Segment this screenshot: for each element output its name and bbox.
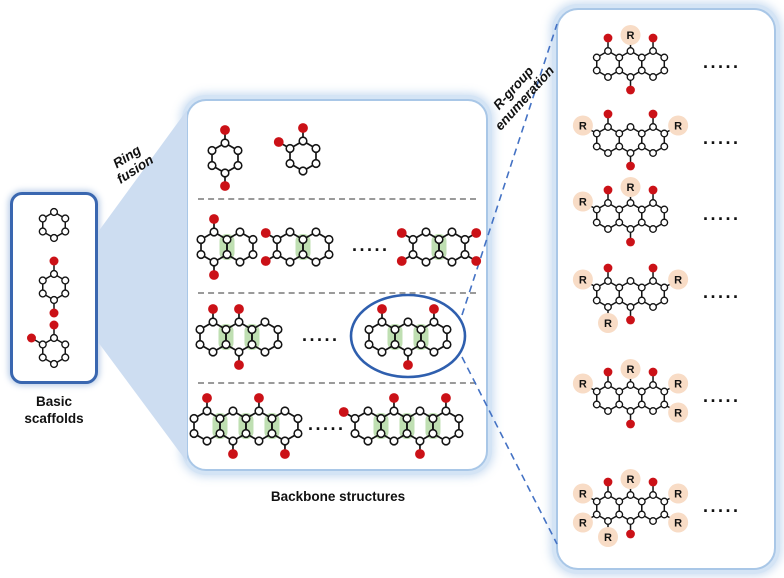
row-divider	[198, 292, 476, 294]
row-divider	[198, 198, 476, 200]
ellipsis-dots: .....	[703, 282, 741, 302]
ellipsis-dots: .....	[703, 496, 741, 516]
basic-scaffolds-panel	[10, 192, 98, 384]
r-group-panel	[556, 8, 776, 570]
ellipsis-dots: .....	[308, 414, 346, 434]
ellipsis-dots: .....	[703, 204, 741, 224]
ring-fusion-label: Ring fusion	[110, 142, 157, 187]
ellipsis-dots: .....	[703, 52, 741, 72]
r-group-enumeration-label: R-group enumeration	[490, 63, 558, 134]
basic-scaffolds-label: Basic scaffolds	[24, 394, 84, 426]
ellipsis-dots: .....	[703, 128, 741, 148]
ellipsis-dots: .....	[302, 325, 340, 345]
row-divider	[198, 382, 476, 384]
ellipsis-dots: .....	[352, 235, 390, 255]
backbone-structures-label: Backbone structures	[270, 489, 406, 504]
ellipsis-dots: .....	[703, 386, 741, 406]
